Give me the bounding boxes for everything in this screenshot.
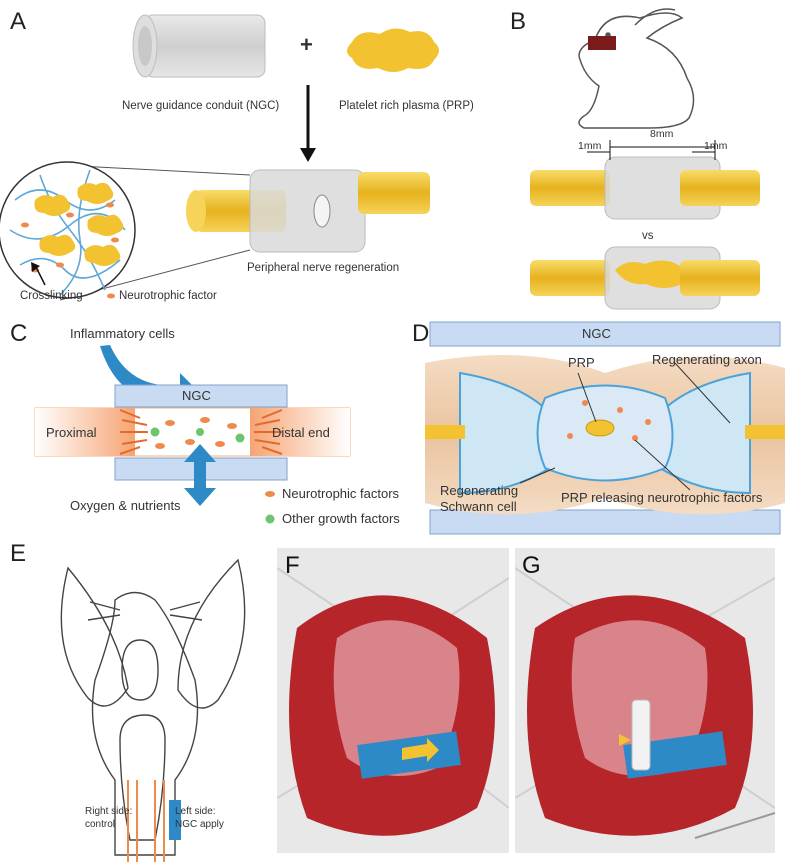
vs-label: vs [642, 230, 654, 242]
rabbit-icon [578, 8, 695, 129]
panel-g-letter: G [522, 552, 541, 579]
panel-g-photo [515, 548, 775, 853]
prp-releasing-label: PRP releasing neurotrophic factors [561, 490, 763, 505]
panel-f-photo [277, 548, 509, 853]
panel-a-letter: A [10, 8, 27, 35]
panel-f-letter: F [285, 552, 300, 579]
c-legend-growth-label: Other growth factors [282, 511, 400, 526]
gap-8mm-label: 8mm [650, 128, 674, 140]
ngc-label: Nerve guidance conduit (NGC) [122, 100, 280, 112]
oxygen-arrow-shape [184, 444, 216, 506]
panel-d-letter: D [412, 320, 430, 347]
regeneration-label: Peripheral nerve regeneration [247, 262, 400, 274]
proximal-label: Proximal [46, 425, 97, 440]
neurotrophic-factor-legend-label: Neurotrophic factor [119, 290, 217, 302]
conduit-gap-shape [530, 140, 760, 220]
panel-c-letter: C [10, 320, 28, 347]
oxygen-nutrients-label: Oxygen & nutrients [70, 498, 181, 513]
left-side-label-line1: Left side: [175, 806, 216, 817]
left-side-label-line2: NGC apply [175, 819, 224, 830]
crosslinking-label: Crosslinking [20, 290, 83, 302]
panel-d-figure [425, 321, 785, 535]
conduit-prp-shape [530, 246, 760, 310]
panel-b-figure [530, 8, 760, 310]
prp-blob-shape [347, 28, 439, 73]
right-side-label-line1: Right side: [85, 806, 133, 817]
prp-label: Platelet rich plasma (PRP) [339, 100, 474, 112]
c-legend-neurotrophic-label: Neurotrophic factors [282, 486, 400, 501]
ngc-conduit-shape [132, 14, 266, 78]
distal-end-label: Distal end [272, 425, 330, 440]
panel-b-letter: B [510, 8, 527, 35]
rabbit-head-outline [60, 558, 246, 856]
left-overlap-label: 1mm [578, 140, 602, 152]
right-side-label-line2: control [85, 819, 116, 830]
inflammatory-cells-label: Inflammatory cells [70, 326, 175, 341]
d-prp-label: PRP [568, 355, 595, 370]
panel-e-letter: E [10, 540, 27, 567]
regenerating-axon-label: Regenerating axon [652, 352, 762, 367]
right-overlap-label: 1mm [704, 140, 728, 152]
panel-c-figure [34, 345, 351, 524]
panel-e-figure [60, 558, 246, 862]
schwann-cell-label-line1: Regenerating [440, 483, 519, 498]
regeneration-assembly-shape [186, 169, 430, 253]
plus-sign: + [300, 32, 313, 57]
c-ngc-label: NGC [182, 388, 211, 403]
d-ngc-label: NGC [582, 326, 611, 341]
schwann-cell-label-line2: Schwann cell [440, 499, 517, 514]
panel-a-figure [0, 14, 439, 301]
